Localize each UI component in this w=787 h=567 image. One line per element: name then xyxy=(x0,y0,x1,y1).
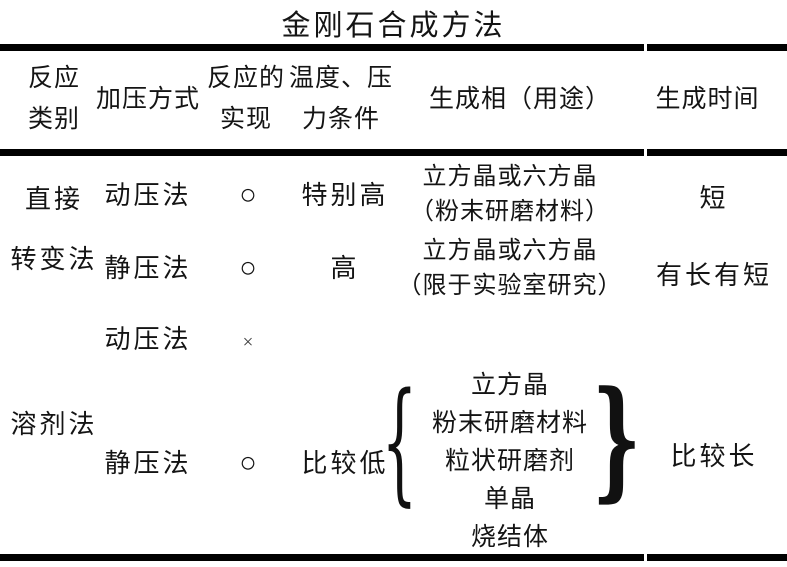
row1-method: 动压法 xyxy=(104,181,192,210)
group-label-direct-conversion: 直接 转变法 xyxy=(10,185,98,274)
header-reaction-type: 反应 类别 xyxy=(27,65,80,133)
row2-time: 有长有短 xyxy=(655,261,772,290)
row2-method: 静压法 xyxy=(104,254,192,283)
right-brace: } xyxy=(592,363,642,516)
rule-gap xyxy=(644,44,647,51)
header-phase: 生成相（用途） xyxy=(428,85,611,113)
row4-phase-list: 立方晶 粉末研磨材料 粒状研磨剂 单晶 烧结体 xyxy=(395,367,625,557)
header-conditions: 温度、压 力条件 xyxy=(288,65,393,133)
row4-method: 静压法 xyxy=(104,449,192,478)
top-rule xyxy=(0,44,787,51)
phase-item-cubic-crystal: 立方晶 xyxy=(470,372,549,399)
table-title: 金刚石合成方法 xyxy=(281,10,506,42)
row4-time: 比较长 xyxy=(670,442,758,471)
row2-phase: 立方晶或六方晶 （限于实验室研究） xyxy=(397,238,623,299)
header-rule xyxy=(0,149,787,156)
header-pressure-method: 加压方式 xyxy=(96,85,201,113)
phase-item-single-crystal: 单晶 xyxy=(483,486,536,513)
row3-realized-cross-mark: × xyxy=(242,332,254,353)
row1-realized-circle-mark: ○ xyxy=(239,179,257,211)
row1-time: 短 xyxy=(699,184,729,213)
header-realization: 反应的 实现 xyxy=(206,65,285,133)
left-brace: { xyxy=(381,365,417,520)
row4-realized-circle-mark: ○ xyxy=(239,447,257,479)
row1-phase: 立方晶或六方晶 （粉末研磨材料） xyxy=(410,164,610,225)
row2-condition: 高 xyxy=(330,254,360,283)
rule-gap xyxy=(644,554,647,561)
group-label-solvent-method: 溶剂法 xyxy=(10,410,98,439)
row1-condition: 特别高 xyxy=(301,181,389,210)
row2-realized-circle-mark: ○ xyxy=(239,252,257,284)
row3-method: 动压法 xyxy=(104,325,192,354)
header-time: 生成时间 xyxy=(655,85,760,113)
phase-item-granular-abrasive: 粒状研磨剂 xyxy=(444,448,575,475)
bottom-rule xyxy=(0,554,787,561)
phase-item-powder-abrasive: 粉末研磨材料 xyxy=(431,410,588,437)
rule-gap xyxy=(644,149,647,156)
phase-item-sintered-body: 烧结体 xyxy=(470,524,549,551)
row4-condition: 比较低 xyxy=(301,449,389,478)
